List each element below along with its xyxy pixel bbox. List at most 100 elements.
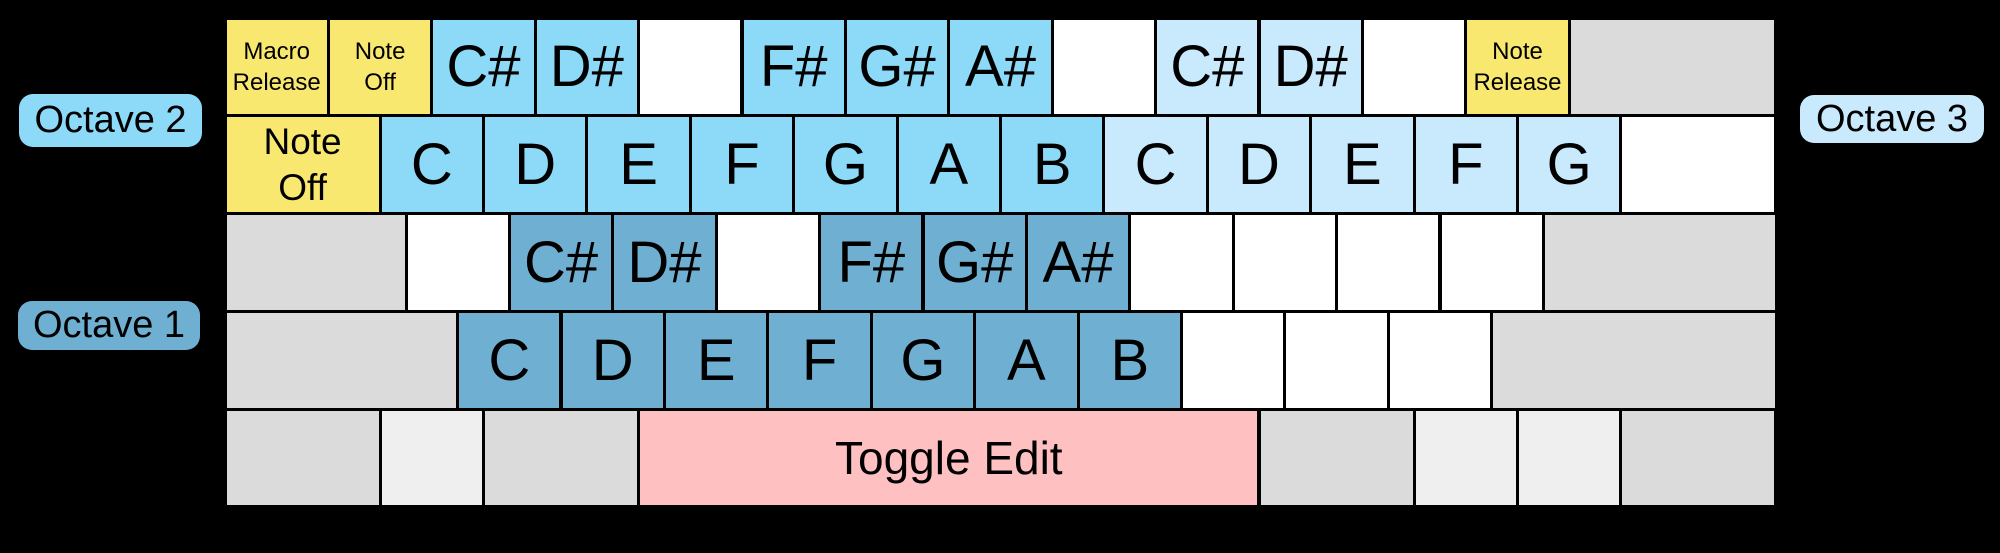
key-label: G xyxy=(1546,132,1592,198)
key-label: A# xyxy=(1042,229,1114,295)
blank-white-key xyxy=(1128,212,1235,313)
key-c-oct2: C xyxy=(378,114,485,216)
key-label: B xyxy=(1110,327,1150,393)
key-asharp-oct1: A# xyxy=(1024,212,1132,313)
key-label: Note xyxy=(354,37,406,65)
gray-key xyxy=(482,407,641,509)
key-csharp-oct2: C# xyxy=(430,16,537,118)
key-label: G# xyxy=(936,229,1014,295)
gray-key xyxy=(1257,407,1416,509)
key-e-oct3: E xyxy=(1309,114,1416,216)
blank-white-key xyxy=(1386,309,1494,411)
blank-white-key xyxy=(637,16,744,118)
blank-white-key xyxy=(1438,212,1545,313)
key-csharp-oct1: C# xyxy=(507,212,615,313)
key-dsharp-oct1: D# xyxy=(611,212,718,313)
octave-1-label: Octave 1 xyxy=(18,301,200,350)
gray-key xyxy=(1567,16,1778,118)
blank-white-key xyxy=(1283,309,1390,411)
key-label: D# xyxy=(1273,34,1348,100)
key-f-oct3: F xyxy=(1412,114,1519,216)
key-csharp-oct3: C# xyxy=(1154,16,1261,118)
octave-2-label: Octave 2 xyxy=(19,94,202,147)
key-label: F xyxy=(1448,132,1484,198)
light-gray-key xyxy=(1412,407,1519,509)
blank-white-key xyxy=(1360,16,1468,118)
key-label: Off xyxy=(278,166,327,208)
key-c-oct3: C xyxy=(1102,114,1209,216)
key-g-oct1: G xyxy=(869,309,977,411)
gray-key xyxy=(223,309,460,411)
key-label: B xyxy=(1032,132,1072,198)
key-label: F xyxy=(801,327,838,393)
gray-key xyxy=(223,407,382,509)
key-label: G xyxy=(822,132,868,198)
key-label: D# xyxy=(627,229,702,295)
key-label: A xyxy=(1007,327,1046,393)
key-d-oct2: D xyxy=(482,114,589,216)
key-label: E xyxy=(696,327,736,393)
key-label: D# xyxy=(549,34,624,100)
key-label: F# xyxy=(837,229,906,295)
key-label: D xyxy=(591,327,634,393)
blank-white-key xyxy=(1335,212,1442,313)
blank-white-key xyxy=(714,212,822,313)
gray-key xyxy=(223,212,408,313)
key-g-oct2: G xyxy=(792,114,899,216)
gray-key xyxy=(1619,407,1778,509)
key-a-oct2: A xyxy=(895,114,1002,216)
gray-key xyxy=(1541,212,1778,313)
key-label: Off xyxy=(364,68,396,96)
key-label: Toggle Edit xyxy=(834,432,1063,485)
key-label: C# xyxy=(446,34,521,100)
blank-white-key xyxy=(1619,114,1778,216)
key-label: Note xyxy=(1492,37,1543,65)
key-label: C xyxy=(488,327,531,393)
key-label: Note xyxy=(263,120,342,162)
key-label: D xyxy=(1238,132,1280,198)
key-c-oct1: C xyxy=(456,309,563,411)
blank-white-key xyxy=(1231,212,1339,313)
key-label: E xyxy=(1343,132,1382,198)
key-label: C xyxy=(1134,132,1177,198)
key-e-oct2: E xyxy=(585,114,692,216)
key-label: D xyxy=(514,132,557,198)
key-d-oct1: D xyxy=(559,309,666,411)
key-b-oct2: B xyxy=(999,114,1106,216)
key-label: Release xyxy=(1473,68,1562,96)
blank-white-key xyxy=(1050,16,1158,118)
key-dsharp-oct3: D# xyxy=(1257,16,1364,118)
key-b-oct1: B xyxy=(1076,309,1183,411)
gray-key xyxy=(1490,309,1778,411)
key-label: Macro xyxy=(243,37,311,65)
blank-white-key xyxy=(404,212,511,313)
key-g-oct3: G xyxy=(1516,114,1623,216)
key-label: E xyxy=(619,132,658,198)
key-dsharp-oct2: D# xyxy=(533,16,641,118)
octave-3-label: Octave 3 xyxy=(1800,95,1984,143)
key-f-oct2: F xyxy=(688,114,796,216)
key-label: C xyxy=(410,132,453,198)
key-d-oct3: D xyxy=(1205,114,1313,216)
key-label: A# xyxy=(965,34,1036,100)
key-label: A xyxy=(929,132,969,198)
key-label: C# xyxy=(1170,34,1245,100)
key-label: G# xyxy=(858,34,936,100)
key-label: F xyxy=(724,132,760,198)
key-gsharp-oct2: G# xyxy=(843,16,951,118)
key-toggle-edit: Toggle Edit xyxy=(637,407,1261,509)
key-gsharp-oct1: G# xyxy=(921,212,1028,313)
light-gray-key xyxy=(1516,407,1623,509)
blank-white-key xyxy=(1180,309,1287,411)
key-e-oct1: E xyxy=(663,309,770,411)
key-fsharp-oct2: F# xyxy=(740,16,847,118)
key-label: C# xyxy=(524,229,599,295)
key-fsharp-oct1: F# xyxy=(818,212,925,313)
key-label: F# xyxy=(759,34,828,100)
key-label: G xyxy=(900,327,946,393)
